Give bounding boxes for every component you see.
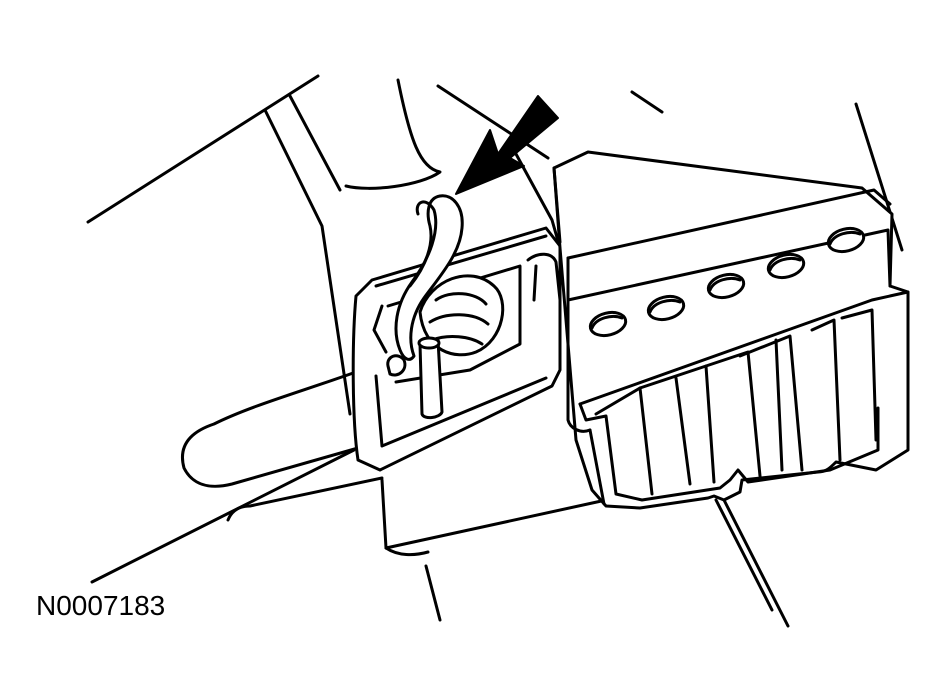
connector-wires	[714, 498, 790, 628]
connector-pin-holes	[588, 226, 866, 338]
figure-id-label: N0007183	[36, 590, 166, 621]
lever-arm	[90, 370, 608, 622]
arrow-indicator	[455, 95, 559, 195]
housing-outline	[86, 74, 904, 416]
retaining-clip	[386, 194, 505, 420]
electrical-connector	[552, 150, 910, 510]
